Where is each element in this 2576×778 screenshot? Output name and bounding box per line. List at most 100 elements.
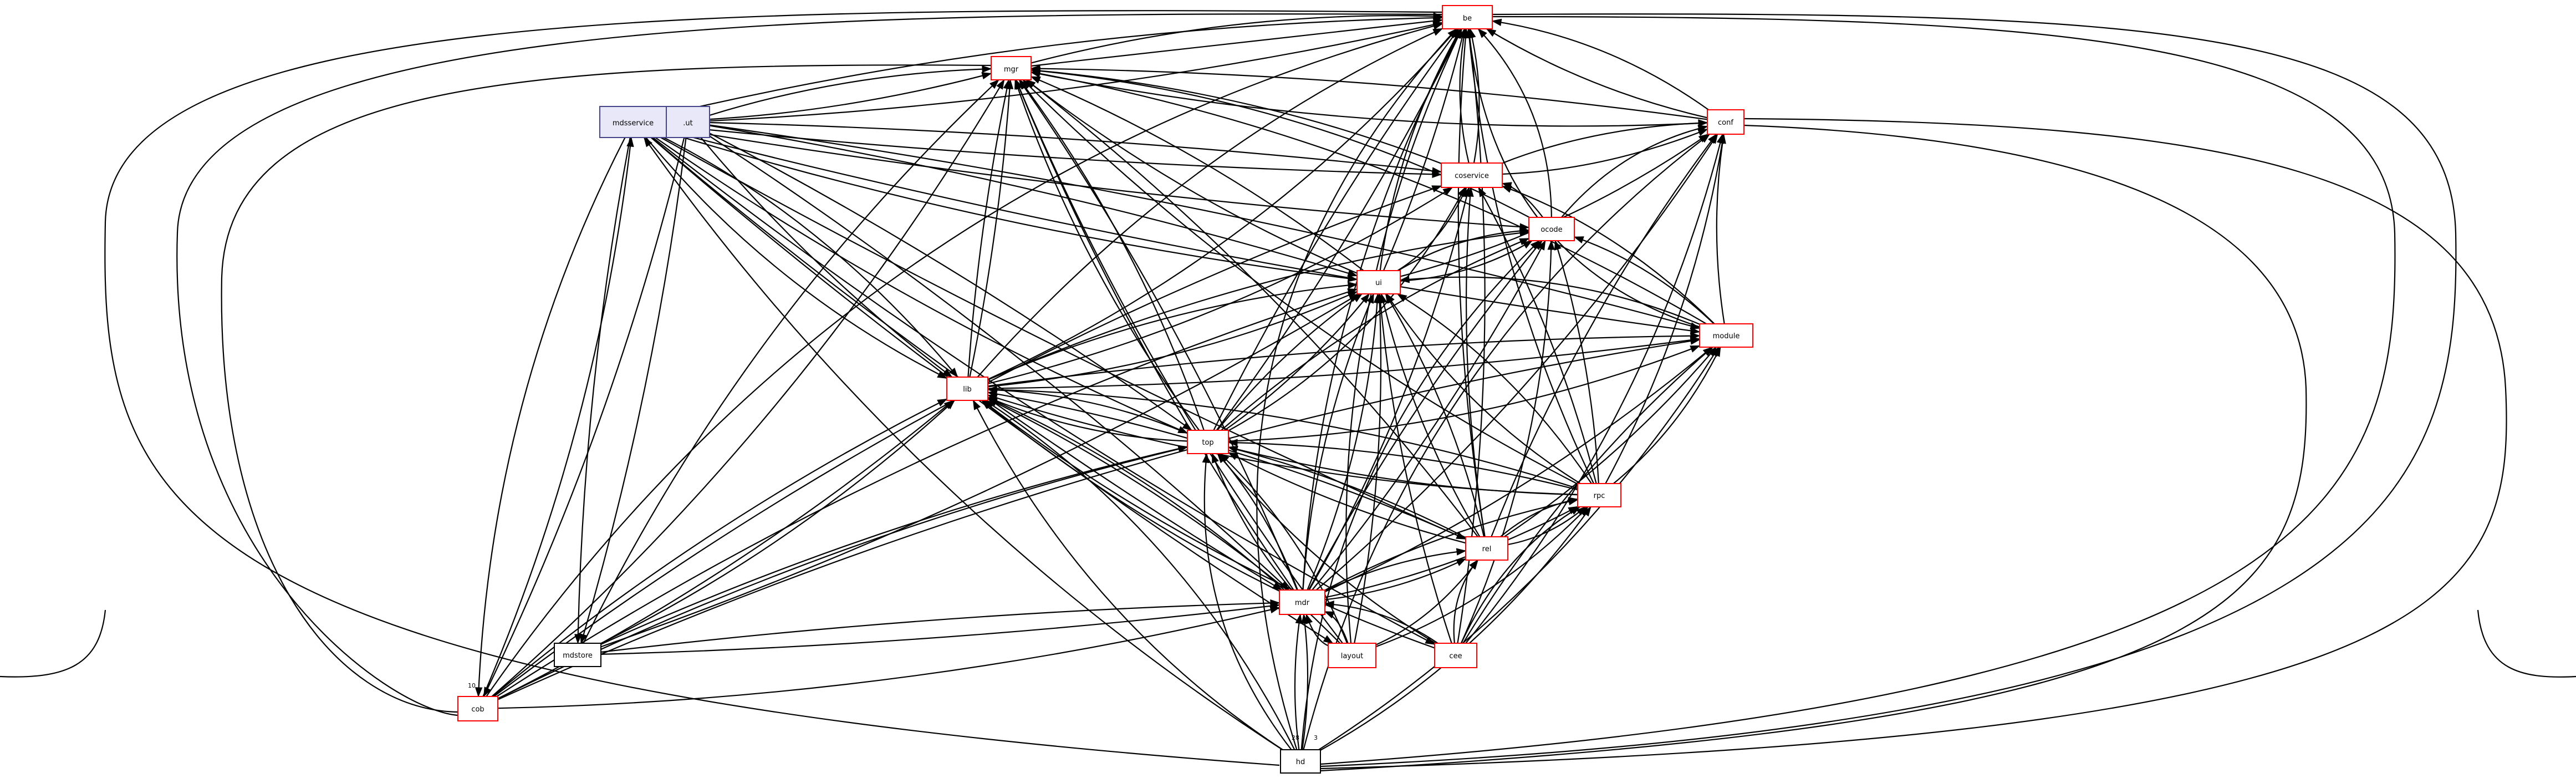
node-module[interactable]: module (1699, 323, 1753, 348)
edge-line (969, 79, 1011, 378)
edge-mdsservice-to-mdstore (574, 137, 631, 644)
node-rel[interactable]: rel (1465, 536, 1508, 561)
edge-cee-to-ocode (1460, 240, 1555, 644)
edge-line (482, 137, 632, 697)
edge-cob-to-ui (496, 288, 1358, 697)
edge-line (491, 79, 1005, 697)
edge-line (1502, 122, 1708, 164)
edge-line (176, 13, 1443, 716)
node-label: .ut (683, 119, 692, 128)
edge-line (709, 135, 1290, 591)
arrowhead-icon (1486, 28, 1497, 37)
edge-line (600, 604, 1280, 655)
edge-mdsservice-to-ocode (666, 126, 1530, 231)
edge-hd-to-conf (1303, 134, 1711, 750)
node-lib[interactable]: lib (946, 377, 988, 401)
edge-line (1221, 237, 1529, 431)
edge-mdstore-to-mgr (583, 79, 999, 644)
edge-cob-to-mgr (491, 79, 1005, 697)
edge-line (1026, 79, 1358, 274)
edge-line (1561, 125, 1708, 218)
node-label: cob (471, 705, 484, 714)
edge-line (700, 137, 952, 378)
node-ocode[interactable]: ocode (1528, 217, 1575, 241)
node-mdsservice[interactable]: mdsservice (599, 106, 667, 138)
edge-mdr-to-rel (1324, 548, 1467, 592)
edge-line (1203, 453, 1292, 750)
edge-line (1217, 453, 1436, 644)
node-hd[interactable]: hd (1280, 749, 1321, 774)
node-coservice[interactable]: coservice (1441, 162, 1503, 188)
edge-mdsservice-to-rel (660, 137, 1467, 540)
arrowhead-icon (1323, 635, 1334, 644)
node-mdr[interactable]: mdr (1279, 589, 1325, 615)
arrowhead-icon (1227, 439, 1238, 446)
arrowhead-icon (1519, 223, 1530, 231)
node-label: ui (1375, 279, 1382, 287)
edge-loop (1320, 124, 2307, 772)
node-be[interactable]: be (1442, 5, 1493, 29)
edge-line (1379, 28, 1461, 271)
edge-rpc-to-ui (1396, 293, 1592, 484)
arrowhead-icon (1519, 238, 1530, 246)
edge-line (1486, 28, 1708, 119)
node-cob[interactable]: cob (457, 696, 498, 721)
edge-mdr-to-rel (1324, 558, 1467, 601)
edge-line (1018, 79, 1298, 591)
node-top[interactable]: top (1187, 430, 1229, 454)
arrowhead-icon (1547, 240, 1555, 250)
edge-mdr-to-lib (987, 398, 1288, 591)
edge-line (1320, 13, 2457, 767)
edge-line (987, 231, 1529, 380)
edge-line (977, 28, 1443, 378)
node-label: ocode (1541, 226, 1562, 234)
node-mdstore[interactable]: mdstore (554, 643, 601, 667)
edge-line (1320, 118, 2507, 770)
edge-mdr-to-conf (1315, 133, 1718, 591)
edge-line (1324, 558, 1466, 601)
node-ut[interactable]: .ut (666, 106, 710, 138)
edge-ut-to-coservice (709, 121, 1442, 175)
edge-ui-to-conf (1400, 134, 1709, 277)
arrowhead-icon (1700, 134, 1711, 143)
edge-mdsservice-to-coservice (666, 125, 1442, 179)
arrowhead-icon (1279, 581, 1290, 591)
edge-line (577, 137, 631, 644)
arrowhead-icon (580, 633, 588, 644)
arrowhead-icon (1349, 293, 1360, 302)
arrowhead-icon (981, 72, 992, 80)
edge-ut-to-module (709, 124, 1701, 330)
edge-line (1031, 71, 1707, 324)
edge-line (1315, 134, 1718, 591)
edge-line (1228, 187, 1466, 431)
node-cee[interactable]: cee (1434, 643, 1477, 668)
arrowhead-icon (1030, 70, 1041, 78)
edge-line (600, 400, 955, 644)
edge-line (600, 446, 1188, 645)
node-layout[interactable]: layout (1328, 643, 1376, 668)
node-ui[interactable]: ui (1356, 270, 1401, 294)
node-rpc[interactable]: rpc (1577, 483, 1621, 507)
arrowhead-icon (1582, 506, 1591, 517)
edge-line (1502, 129, 1708, 175)
edge-conf-to-mgr (1030, 64, 1708, 120)
arrowhead-icon (1385, 293, 1394, 304)
node-mgr[interactable]: mgr (991, 56, 1032, 80)
edge-line (709, 133, 1192, 431)
edge-labels-layer: 10 28 3 (468, 682, 1318, 741)
edge-hd-to-top (1202, 452, 1292, 750)
edge-line (655, 137, 1188, 434)
edge-line (709, 125, 1358, 277)
arrowhead-icon (989, 79, 999, 89)
edge-line (1375, 506, 1589, 648)
arrowhead-icon (644, 136, 652, 148)
edge-line (486, 23, 1443, 697)
node-conf[interactable]: conf (1707, 109, 1744, 135)
edge-line (987, 389, 1188, 434)
edge-line (987, 338, 1700, 389)
edge-line (1397, 230, 1529, 271)
edge-line (985, 400, 1295, 750)
arrowhead-icon (1431, 167, 1442, 175)
edge-line (1031, 15, 1443, 64)
